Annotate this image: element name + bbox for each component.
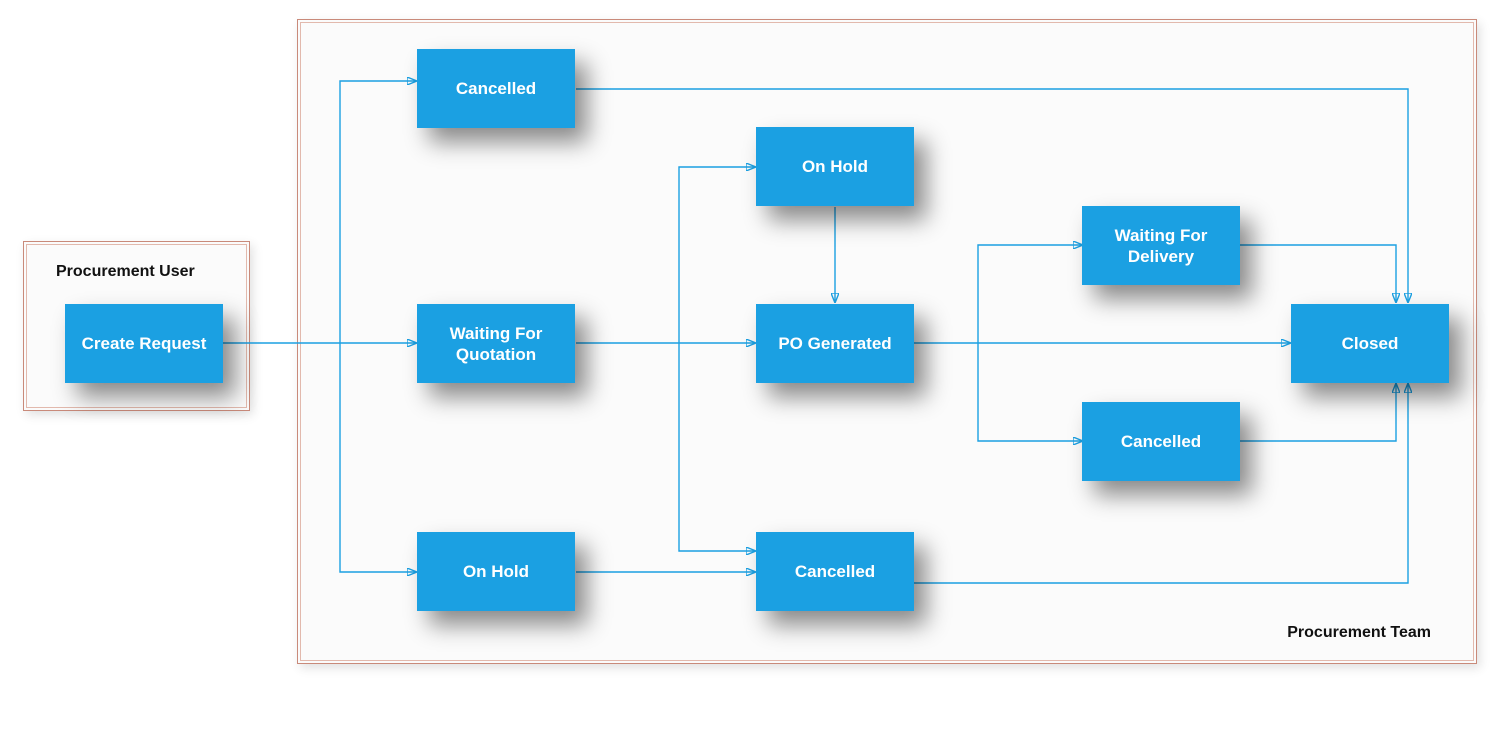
cancelled-top-node[interactable]: Cancelled [417,49,575,128]
create-request-label: Create Request [81,334,207,353]
lane-label-procurement-user: Procurement User [56,263,195,280]
connector-quotation-to-on-hold-mid [678,167,755,343]
connector-create-to-on-hold-bottom [339,343,416,572]
po-generated-node[interactable]: PO Generated [756,304,914,383]
on-hold-mid-label: On Hold [801,157,869,176]
connector-cancelled-mid-to-closed [914,384,1408,584]
connector-quotation-to-cancelled-mid [678,343,755,551]
connector-po-to-waiting-delivery [977,245,1082,343]
connector-create-to-cancelled-top [339,81,416,343]
connector-cancelled-right-to-closed [1240,384,1396,442]
closed-label: Closed [1341,334,1399,353]
connector-po-to-cancelled-right [977,343,1082,441]
cancelled-right-node[interactable]: Cancelled [1082,402,1240,481]
connector-cancelled-top-to-closed [576,88,1408,302]
po-generated-label: PO Generated [778,334,892,353]
closed-node[interactable]: Closed [1291,304,1449,383]
cancelled-mid-node[interactable]: Cancelled [756,532,914,611]
on-hold-bottom-label: On Hold [462,562,530,581]
waiting-for-quotation-label: Waiting For Quotation [449,323,543,364]
on-hold-bottom-node[interactable]: On Hold [417,532,575,611]
cancelled-mid-label: Cancelled [794,562,876,581]
waiting-for-delivery-label: Waiting For Delivery [1114,225,1208,266]
waiting-for-quotation-node[interactable]: Waiting For Quotation [417,304,575,383]
waiting-for-delivery-node[interactable]: Waiting For Delivery [1082,206,1240,285]
on-hold-mid-node[interactable]: On Hold [756,127,914,206]
cancelled-top-label: Cancelled [455,79,537,98]
create-request-node[interactable]: Create Request [65,304,223,383]
lane-label-procurement-team: Procurement Team [1287,624,1431,641]
connector-waiting-delivery-to-closed [1240,244,1396,302]
cancelled-right-label: Cancelled [1120,432,1202,451]
